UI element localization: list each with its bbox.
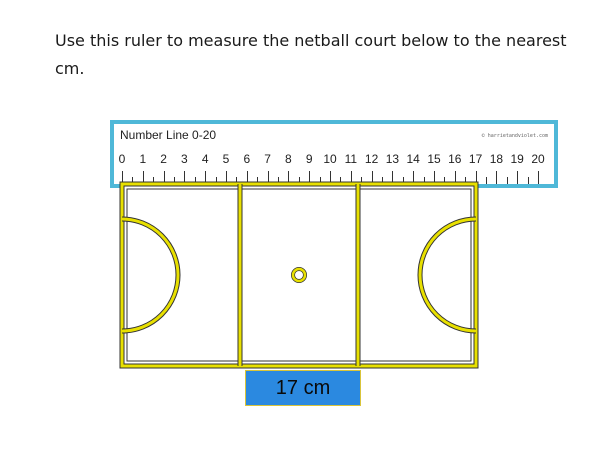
ruler-number-1: 1 — [139, 152, 147, 166]
ruler-major-tick — [350, 171, 352, 184]
ruler-credit: © harrietandviolet.com — [481, 133, 548, 139]
ruler-minor-tick — [382, 177, 383, 184]
ruler-number-20: 20 — [531, 152, 545, 166]
ruler-major-tick — [309, 171, 311, 184]
ruler-minor-tick — [215, 177, 217, 184]
ruler-minor-tick — [194, 177, 196, 184]
ruler-number-11: 11 — [344, 152, 358, 166]
ruler-number-15: 15 — [427, 152, 441, 166]
ruler-number-18: 18 — [489, 152, 504, 166]
ruler-major-tick — [434, 171, 435, 184]
court-inner-line — [126, 188, 472, 362]
ruler-number-4: 4 — [201, 152, 209, 166]
ruler-major-tick — [371, 171, 373, 184]
ruler-number-16: 16 — [448, 152, 462, 166]
ruler-major-tick — [205, 171, 207, 184]
ruler-minor-tick — [486, 177, 487, 184]
ruler-major-tick — [122, 171, 123, 184]
ruler-major-tick — [454, 171, 456, 184]
ruler-number-5: 5 — [222, 152, 230, 166]
ruler-major-tick — [184, 171, 186, 184]
answer-box: 17 cm — [245, 370, 361, 406]
ruler-major-tick — [517, 171, 519, 184]
ruler-minor-tick — [402, 177, 404, 184]
ruler-minor-tick — [153, 177, 155, 184]
ruler-minor-tick — [132, 177, 134, 184]
ruler-number-7: 7 — [264, 152, 271, 166]
ruler-major-tick — [330, 171, 331, 184]
ruler-number-19: 19 — [510, 152, 524, 166]
ruler-major-tick — [163, 171, 165, 184]
ruler-minor-tick — [361, 177, 363, 184]
ruler-major-tick — [475, 171, 477, 184]
ruler-minor-tick — [257, 177, 259, 184]
ruler-major-tick — [246, 171, 248, 184]
ruler-number-17: 17 — [468, 152, 483, 166]
ruler-minor-tick — [298, 177, 300, 184]
question-text: Use this ruler to measure the netball co… — [55, 31, 567, 78]
ruler-major-tick — [413, 171, 415, 184]
ruler-minor-tick — [506, 177, 508, 184]
ruler-major-tick — [226, 171, 227, 184]
ruler-minor-tick — [527, 177, 529, 184]
ruler-minor-tick — [444, 177, 446, 184]
ruler-number-14: 14 — [406, 152, 420, 166]
ruler-number-2: 2 — [160, 152, 167, 166]
ruler-minor-tick — [465, 177, 467, 184]
ruler-minor-tick — [423, 177, 425, 184]
ruler-minor-tick — [340, 177, 342, 184]
ruler-major-tick — [142, 171, 144, 184]
ruler-number-9: 9 — [305, 152, 313, 166]
ruler-number-13: 13 — [385, 152, 400, 166]
ruler-major-tick — [288, 171, 290, 184]
ruler-minor-tick — [174, 177, 175, 184]
ruler-major-tick — [538, 171, 539, 184]
ruler-major-tick — [496, 171, 498, 184]
ruler-ticks — [114, 170, 554, 184]
ruler-minor-tick — [319, 177, 321, 184]
ruler-major-tick — [392, 171, 394, 184]
ruler-minor-tick — [278, 177, 279, 184]
court-outline-yellow — [120, 182, 478, 368]
ruler-number-6: 6 — [243, 152, 251, 166]
answer-label: 17 cm — [275, 376, 331, 399]
ruler-number-12: 12 — [364, 152, 379, 166]
netball-court — [119, 181, 479, 369]
ruler-title: Number Line 0-20 — [120, 128, 217, 142]
ruler-number-0: 0 — [118, 152, 126, 166]
ruler-minor-tick — [236, 177, 238, 184]
ruler: Number Line 0-20 © harrietandviolet.com … — [110, 120, 558, 188]
ruler-number-3: 3 — [181, 152, 188, 166]
ruler-number-8: 8 — [285, 152, 292, 166]
ruler-major-tick — [267, 171, 269, 184]
ruler-number-10: 10 — [323, 152, 337, 166]
